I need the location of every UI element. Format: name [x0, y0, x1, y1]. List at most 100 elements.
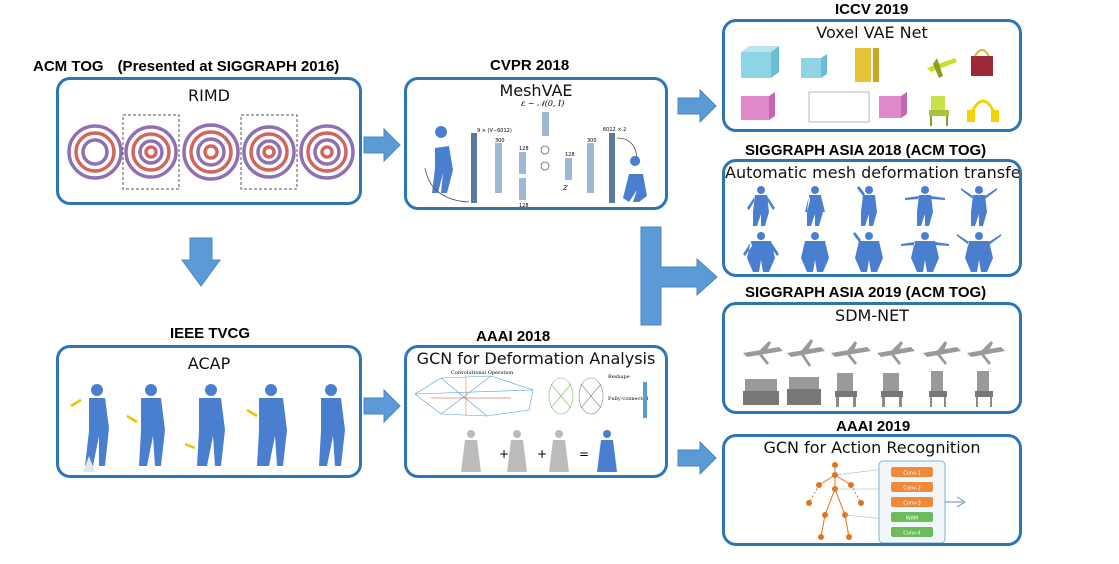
gcn-def-figure: Convolutional Operation Reshape Fully-co… — [414, 370, 649, 472]
slim-human-3 — [857, 186, 877, 226]
spiral-frame-4 — [240, 114, 298, 190]
mesh-blob-gray — [578, 377, 604, 415]
op-mult — [540, 145, 550, 155]
layer-label: WAM — [906, 516, 918, 522]
fc-bar — [643, 382, 647, 418]
svg-text:Convolutional Operation: Convolutional Operation — [451, 370, 514, 376]
layer-block — [891, 467, 933, 477]
airplane-2 — [787, 339, 825, 367]
node-title: MeshVAE — [499, 81, 573, 100]
walking-human-1 — [70, 384, 109, 472]
spiral-3 — [182, 123, 240, 181]
chair-icon — [929, 96, 949, 126]
node-title: RIMD — [188, 86, 230, 105]
svg-text:300: 300 — [587, 138, 597, 144]
sdm-figure — [743, 339, 1005, 407]
sofa-1 — [743, 379, 779, 405]
layer-block — [891, 527, 933, 537]
walking-human-4 — [246, 384, 287, 466]
layer-label: Conv-1 — [903, 471, 921, 477]
output-arrow — [945, 496, 966, 508]
airplane-3 — [831, 341, 871, 365]
layer-eps — [542, 112, 549, 136]
arrow-acap-to-gcn-def — [363, 388, 401, 424]
svg-text:+: + — [537, 447, 547, 461]
svg-text:Reshape: Reshape — [608, 374, 630, 380]
airplane-5 — [923, 341, 961, 365]
arrow-branch-transfer-sdm — [640, 226, 718, 326]
venue-meshvae: CVPR 2018 — [490, 57, 570, 74]
svg-text:6012 × 2: 6012 × 2 — [603, 127, 626, 133]
mesh-blob-green — [548, 377, 574, 415]
walking-human-2 — [126, 384, 165, 466]
svg-text:300: 300 — [495, 138, 505, 144]
headphones-icon — [967, 99, 999, 122]
layer-128b — [519, 178, 526, 200]
svg-text:128: 128 — [519, 203, 529, 209]
acap-figure — [70, 384, 345, 472]
svg-text:128: 128 — [565, 152, 575, 158]
fat-human-5 — [957, 232, 1001, 272]
node-title: Automatic mesh deformation transfer — [725, 163, 1022, 182]
venue-rimd: ACM TOG(Presented at SIGGRAPH 2016) — [33, 58, 340, 75]
airplane-1 — [743, 341, 783, 365]
figure-woman-2 — [507, 430, 527, 472]
noise-formula: ε ~ 𝒩(0, I) — [521, 99, 564, 108]
fat-human-1 — [743, 232, 779, 272]
layer-block — [891, 482, 933, 492]
node-transfer: Automatic mesh deformation transfer — [722, 159, 1022, 277]
voxel-module — [808, 91, 870, 123]
arrow-rimd-to-meshvae — [363, 127, 401, 163]
arrow-gcn-def-to-action — [677, 440, 717, 476]
layer-300b — [587, 143, 594, 193]
human-figure-left — [432, 126, 453, 193]
spiral-2 — [124, 125, 178, 179]
rimd-figure — [67, 114, 355, 190]
spiral-frame-2 — [122, 114, 180, 190]
node-gcn-def: GCN for Deformation Analysis Convolution… — [404, 345, 668, 478]
fat-human-4 — [901, 232, 949, 272]
layer-300a — [495, 143, 502, 193]
voxel-cube-2 — [801, 54, 827, 78]
venue-gcn-act: AAAI 2019 — [836, 418, 911, 435]
layer-out — [609, 133, 615, 203]
layer-label: Conv-3 — [903, 501, 921, 507]
node-title: SDM-NET — [835, 306, 909, 325]
layer-in — [471, 133, 477, 203]
chair-3 — [929, 371, 947, 407]
venue-sdm: SIGGRAPH ASIA 2019 (ACM TOG) — [745, 284, 987, 301]
slim-human-4 — [905, 186, 945, 226]
voxel-figure — [741, 46, 999, 126]
arrow-meshvae-to-voxel — [677, 88, 717, 124]
venue-acap: IEEE TVCG — [170, 325, 251, 342]
venue-gcn-def: AAAI 2018 — [476, 328, 551, 345]
venue-transfer: SIGGRAPH ASIA 2018 (ACM TOG) — [745, 142, 987, 159]
voxel-stack — [855, 48, 879, 82]
spiral-1 — [67, 124, 123, 180]
svg-text:=: = — [579, 447, 589, 461]
slim-human-2 — [805, 186, 825, 226]
node-title: Voxel VAE Net — [816, 23, 928, 42]
figure-woman-result — [597, 430, 617, 472]
node-title: ACAP — [187, 354, 231, 373]
latent-z: z — [562, 183, 568, 193]
skeleton-links — [834, 468, 886, 520]
layer-128c — [565, 158, 572, 180]
figure-woman-1 — [461, 430, 481, 472]
node-voxel: Voxel VAE Net — [722, 19, 1022, 132]
skeleton-graph — [806, 462, 864, 540]
arrow-rimd-to-acap — [181, 237, 221, 287]
svg-text:9 × (V−6012): 9 × (V−6012) — [477, 128, 512, 134]
spiral-5 — [299, 124, 355, 180]
human-figure-right — [623, 156, 647, 202]
svg-text:+: + — [499, 447, 509, 461]
slim-human-1 — [747, 186, 775, 226]
svg-text:Fully-connected: Fully-connected — [608, 396, 649, 402]
node-title: GCN for Deformation Analysis — [416, 349, 656, 368]
op-add — [540, 161, 550, 171]
voxel-cube-4 — [879, 92, 907, 118]
bag-icon — [971, 49, 993, 76]
voxel-cube-3 — [741, 92, 775, 120]
airplane-4 — [877, 341, 915, 365]
